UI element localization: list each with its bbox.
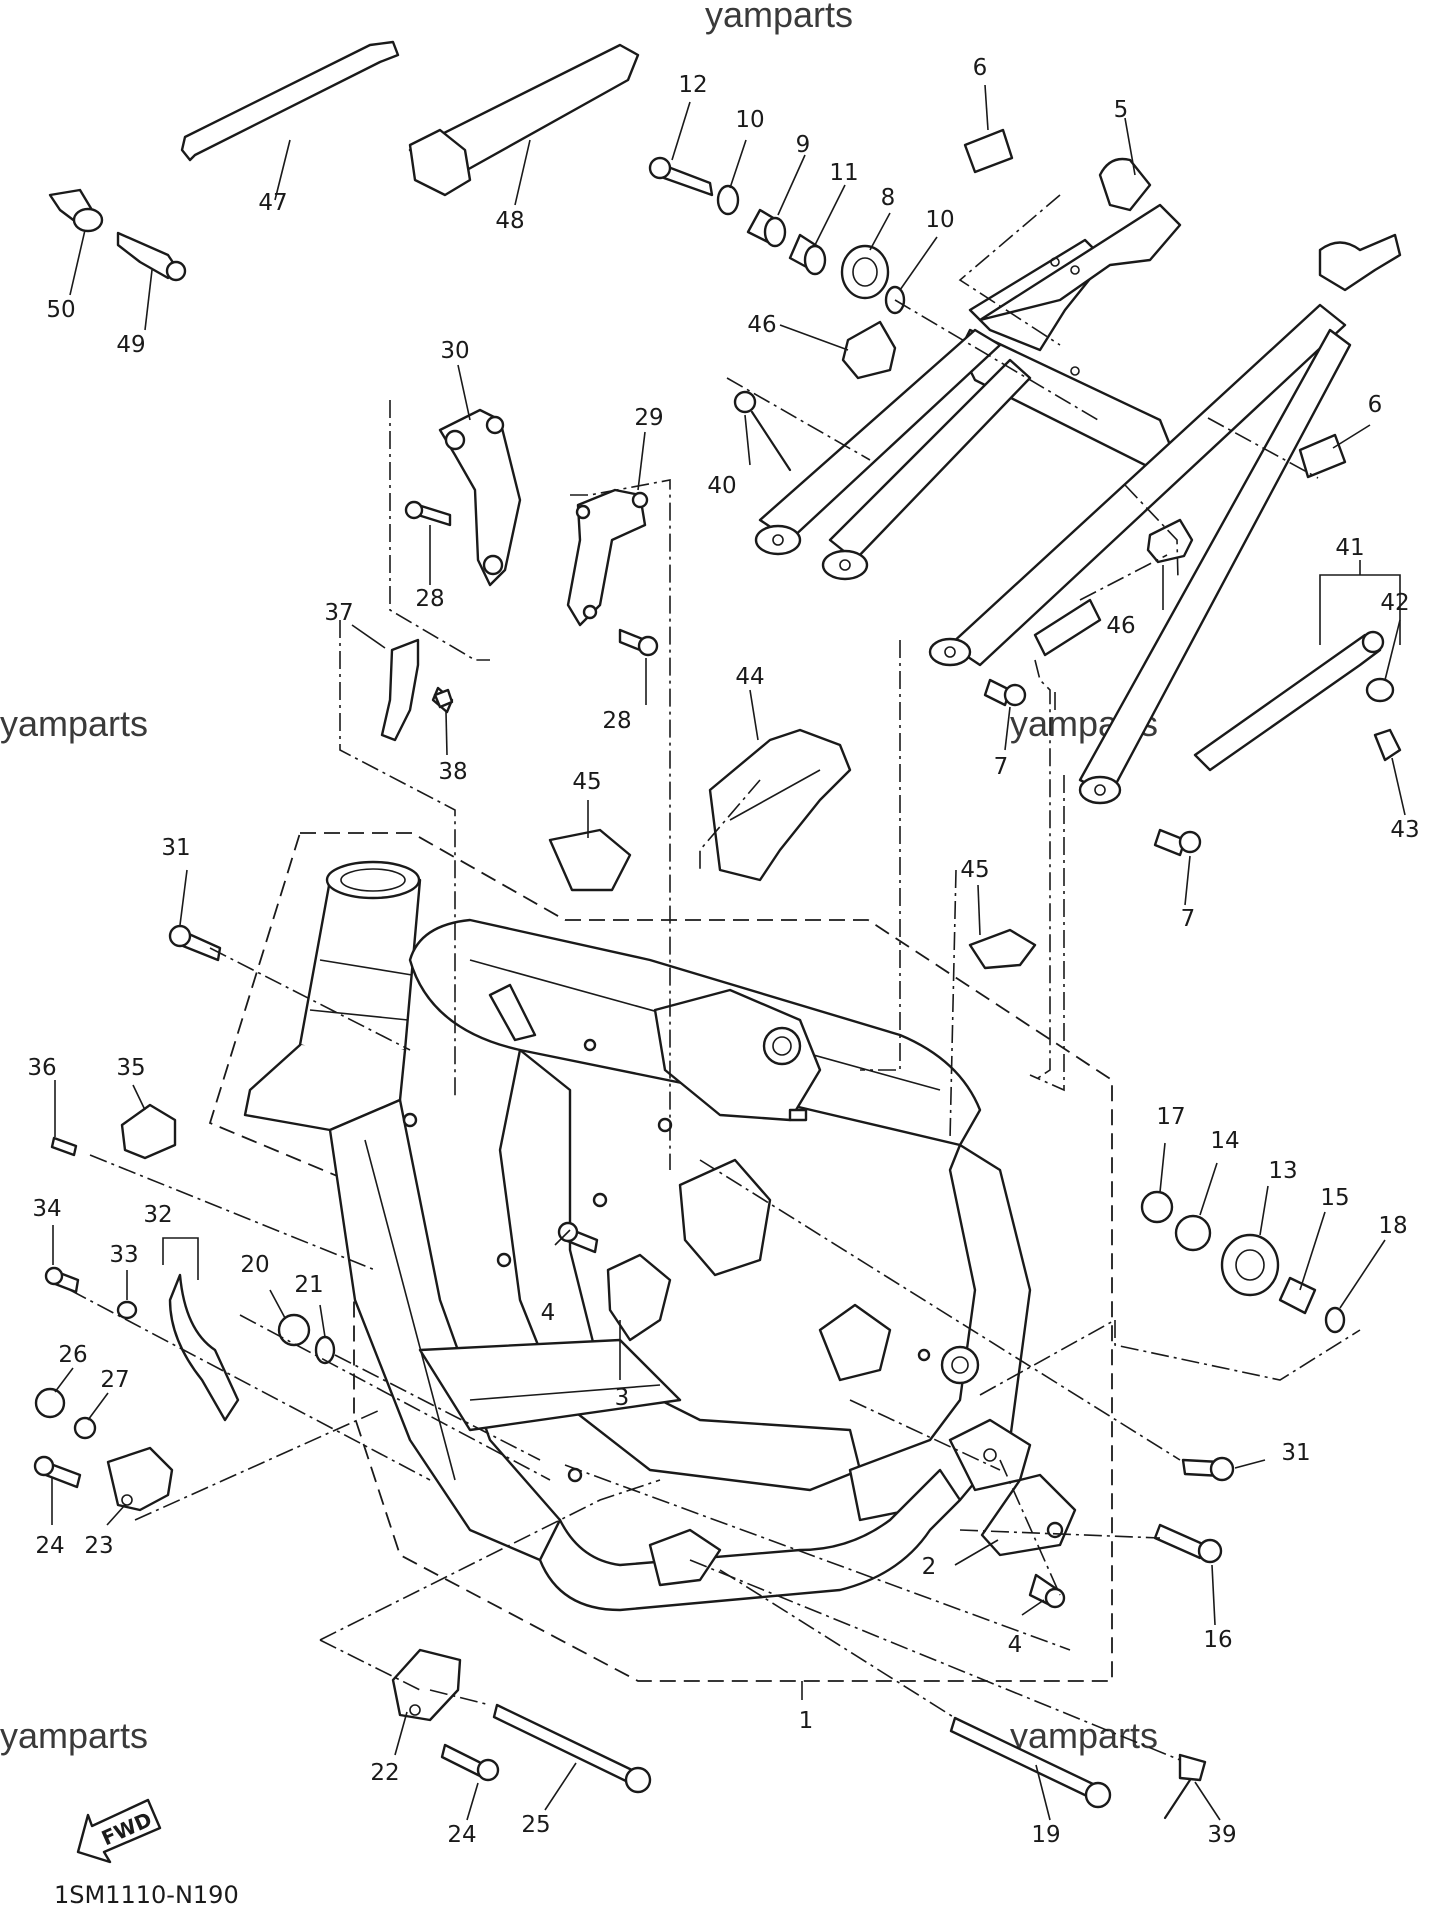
watermark-bottom-right: yamparts	[1010, 1715, 1158, 1756]
callout-45: 45	[572, 769, 601, 795]
callout-20: 20	[240, 1252, 269, 1278]
callout-31: 31	[161, 835, 190, 861]
callout-17: 17	[1156, 1104, 1185, 1130]
callout-50: 50	[46, 297, 75, 323]
callout-4b: 4	[1008, 1632, 1023, 1658]
callout-8: 8	[881, 185, 896, 211]
callout-42: 42	[1380, 590, 1409, 616]
callout-44: 44	[735, 664, 764, 690]
callout-40: 40	[707, 473, 736, 499]
assembly-lines	[69, 194, 1361, 1761]
callout-25: 25	[521, 1812, 550, 1838]
watermark-left: yamparts	[0, 703, 148, 744]
spanner-tool	[180, 40, 400, 162]
callout-31b: 31	[1281, 1440, 1310, 1466]
callout-1: 1	[799, 1708, 814, 1734]
callout-13: 13	[1268, 1158, 1297, 1184]
diagram-code: 1SM1110-N190	[54, 1881, 239, 1909]
callout-19: 19	[1031, 1822, 1060, 1848]
frame-assembly-outline	[208, 832, 1113, 1700]
callout-29: 29	[634, 405, 663, 431]
callout-46: 46	[747, 312, 776, 338]
callout-46b: 46	[1106, 613, 1135, 639]
callout-41: 41	[1335, 535, 1364, 561]
callout-49: 49	[116, 332, 145, 358]
main-frame	[243, 860, 1032, 1612]
callout-35: 35	[116, 1055, 145, 1081]
callout-4: 4	[541, 1300, 556, 1326]
callout-23: 23	[84, 1533, 113, 1559]
callout-48: 48	[495, 208, 524, 234]
callout-24: 24	[35, 1533, 64, 1559]
callout-labels: 1 2 3 4 4 5 6 6 7 7 8 9 10 10 11 12 13 1…	[27, 55, 1419, 1848]
callout-33: 33	[109, 1242, 138, 1268]
callout-21: 21	[294, 1272, 323, 1298]
callout-36: 36	[27, 1055, 56, 1081]
forward-arrow: FWD	[76, 1798, 162, 1864]
callout-37: 37	[324, 600, 353, 626]
callout-12: 12	[678, 72, 707, 98]
callout-6b: 6	[1368, 392, 1383, 418]
callout-30: 30	[440, 338, 469, 364]
callout-16: 16	[1203, 1627, 1232, 1653]
callout-26: 26	[58, 1342, 87, 1368]
callout-24b: 24	[447, 1822, 476, 1848]
callout-43: 43	[1390, 817, 1419, 843]
callout-18: 18	[1378, 1213, 1407, 1239]
rear-subframe	[754, 157, 1402, 805]
callout-10b: 10	[925, 207, 954, 233]
callout-9: 9	[796, 132, 811, 158]
callout-7b: 7	[1181, 906, 1196, 932]
leader-lines	[51, 84, 1406, 1821]
callout-28b: 28	[602, 708, 631, 734]
callout-3: 3	[615, 1385, 630, 1411]
hardware-parts	[33, 40, 1402, 1820]
watermark-bottom-left: yamparts	[0, 1715, 148, 1756]
callout-34: 34	[32, 1196, 61, 1222]
callout-27: 27	[100, 1367, 129, 1393]
callout-7: 7	[994, 754, 1009, 780]
callout-45b: 45	[960, 857, 989, 883]
callout-14: 14	[1210, 1128, 1239, 1154]
callout-15: 15	[1320, 1185, 1349, 1211]
callout-32: 32	[143, 1202, 172, 1228]
callout-2: 2	[922, 1554, 937, 1580]
callout-28: 28	[415, 586, 444, 612]
callout-10: 10	[735, 107, 764, 133]
callout-5: 5	[1114, 97, 1129, 123]
watermark-layer: yamparts yamparts yamparts yamparts yamp…	[0, 0, 1158, 1756]
callout-22: 22	[370, 1760, 399, 1786]
callout-38: 38	[438, 759, 467, 785]
callout-11: 11	[829, 160, 858, 186]
watermark-top: yamparts	[705, 0, 853, 35]
callout-6: 6	[973, 55, 988, 81]
callout-39: 39	[1207, 1822, 1236, 1848]
callout-47: 47	[258, 190, 287, 216]
